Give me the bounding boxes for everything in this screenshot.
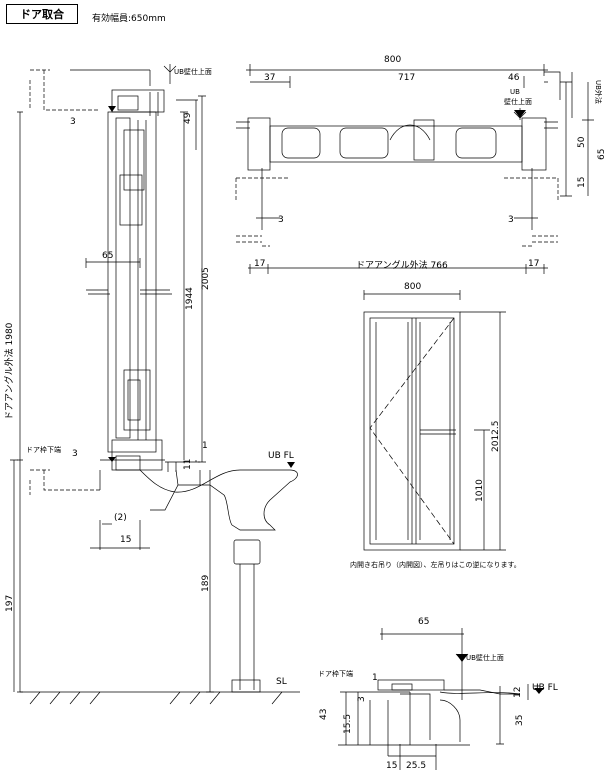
plan-dim-15: 15 bbox=[577, 177, 587, 188]
detail-dim-15: 15 bbox=[386, 761, 397, 771]
elev-handle-1010: 1010 bbox=[475, 479, 485, 502]
dim-11: 11 bbox=[183, 459, 193, 470]
plan-ub-wall-label: 壁仕上面 bbox=[504, 97, 532, 106]
dim-3-top: 3 bbox=[70, 117, 76, 127]
detail-dim-65: 65 bbox=[418, 617, 429, 627]
vertical-section bbox=[10, 64, 300, 705]
plan-dim-3-left: 3 bbox=[278, 215, 284, 225]
dim-3-bottom: 3 bbox=[72, 449, 78, 459]
detail-dim-35: 35 bbox=[515, 715, 525, 726]
dim-1944: 1944 bbox=[185, 287, 195, 310]
detail-dim-25-5: 25.5 bbox=[406, 761, 426, 771]
dim-2005: 2005 bbox=[201, 267, 211, 290]
detail-dim-15-5: 15.5 bbox=[343, 714, 353, 734]
elev-note: 内開き右吊り（内開図）、左吊りはこの逆になります。 bbox=[350, 560, 521, 569]
detail-dim-3: 3 bbox=[357, 696, 367, 702]
door-elevation bbox=[363, 290, 506, 551]
effective-width-label: 有効幅員:650mm bbox=[92, 14, 166, 24]
dim-1980: ドアアングル外法 1980 bbox=[3, 322, 15, 420]
dim-197: 197 bbox=[5, 595, 15, 612]
plan-view bbox=[235, 64, 594, 274]
plan-dim-717: 717 bbox=[398, 73, 415, 83]
section-title: ドア取合 bbox=[6, 4, 78, 24]
plan-dim-17-left: 17 bbox=[254, 259, 265, 269]
detail-dim-1: 1 bbox=[372, 673, 378, 683]
plan-ub-outer-label: UB外法 bbox=[594, 80, 603, 104]
plan-dim-50: 50 bbox=[577, 136, 587, 148]
dim-49: 49 bbox=[183, 112, 193, 124]
dim-1: 1 bbox=[202, 441, 208, 451]
elev-height-2012: 2012.5 bbox=[491, 421, 501, 453]
door-frame-bottom-label: ドア枠下端 bbox=[26, 445, 61, 454]
plan-overall-800: 800 bbox=[384, 55, 401, 65]
threshold-detail bbox=[338, 628, 540, 770]
sl-label: SL bbox=[276, 677, 287, 687]
plan-ub-label: UB bbox=[510, 88, 520, 96]
detail-dim-43: 43 bbox=[319, 709, 329, 720]
plan-dim-17-right: 17 bbox=[528, 259, 539, 269]
dim-15-section: 15 bbox=[120, 535, 131, 545]
detail-dim-12: 12 bbox=[513, 687, 523, 698]
detail-ub-wall-top: UB壁仕上面 bbox=[466, 653, 504, 662]
ub-fl-label: UB FL bbox=[268, 451, 294, 461]
plan-angle-outer-766: ドアアングル外法 766 bbox=[356, 259, 448, 271]
plan-dim-37: 37 bbox=[264, 73, 275, 83]
dim-189: 189 bbox=[201, 575, 211, 592]
plan-dim-3-right: 3 bbox=[508, 215, 514, 225]
dim-2: (2) bbox=[114, 513, 127, 523]
ub-wall-top-label: UB壁仕上面 bbox=[174, 67, 212, 76]
detail-door-frame-bottom: ドア枠下端 bbox=[318, 669, 353, 678]
detail-ub-fl: UB FL bbox=[532, 683, 558, 693]
elev-width-800: 800 bbox=[404, 282, 421, 292]
plan-dim-65: 65 bbox=[597, 149, 607, 160]
dim-65-section: 65 bbox=[102, 251, 113, 261]
plan-dim-46: 46 bbox=[508, 73, 520, 83]
